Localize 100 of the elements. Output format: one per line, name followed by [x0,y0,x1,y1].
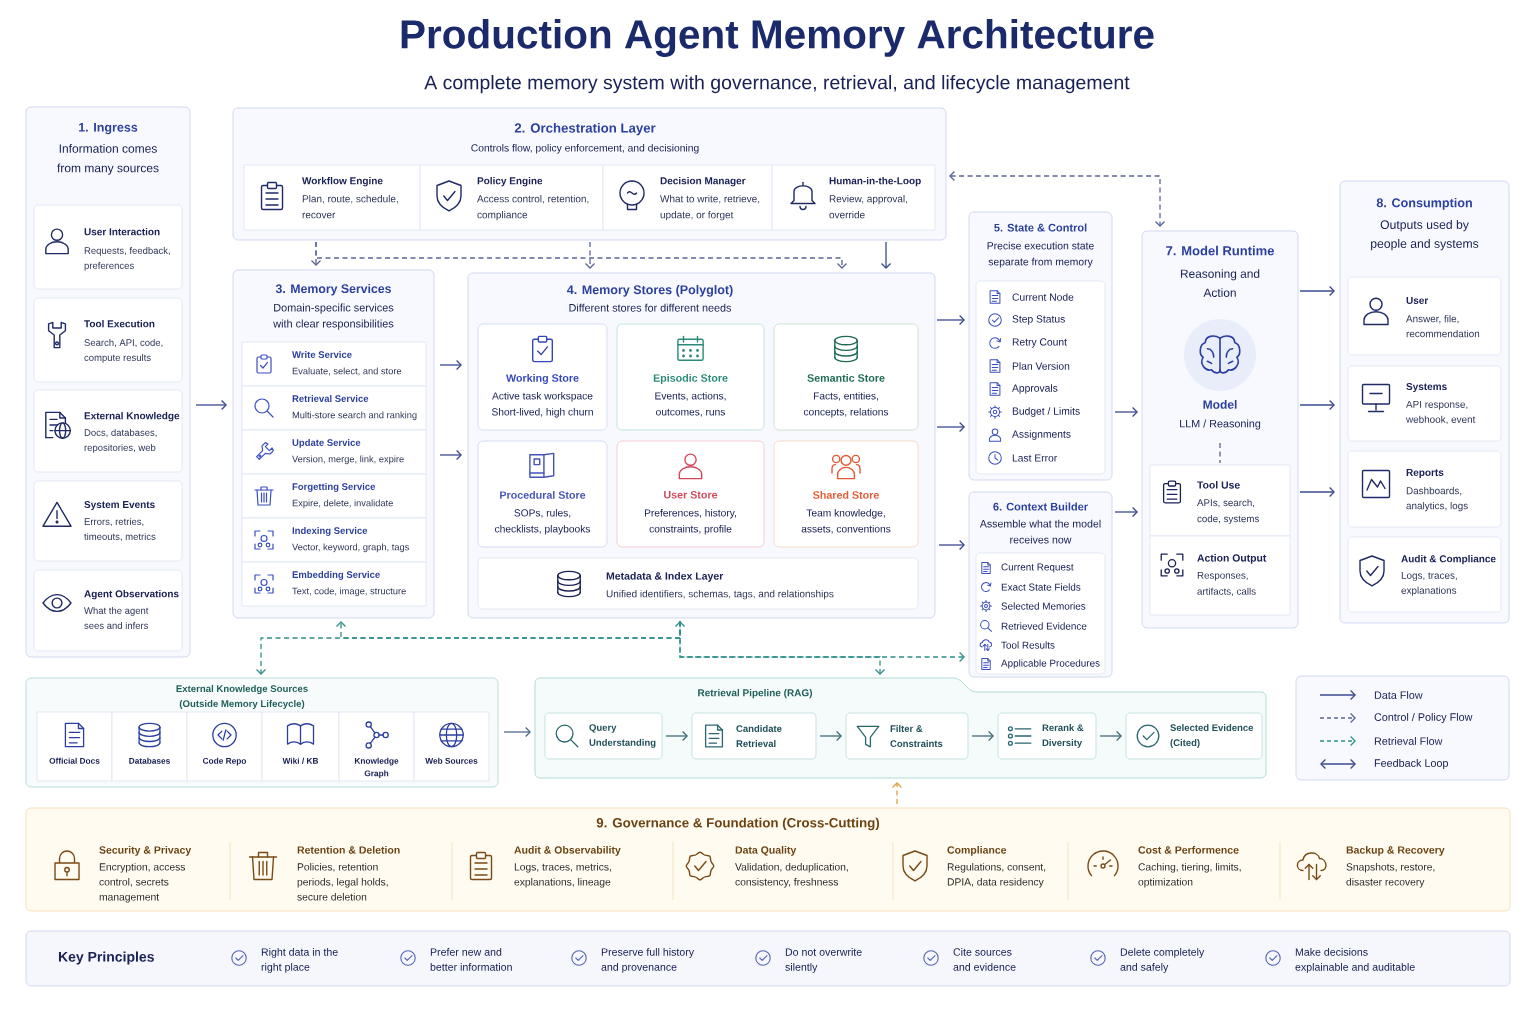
dashed-arrow [584,241,596,269]
source-card: User Interaction Requests, feedback, preferences [33,204,183,290]
arrow [880,241,892,269]
arrow [1299,399,1335,411]
list-item: Assignments [1012,430,1071,440]
source-cell: Knowledge Graph [338,711,415,782]
service-row: Embedding Service Text, code, image, structure [241,561,427,607]
arrow [936,421,965,433]
arrow [971,730,994,742]
list-item: Exact State Fields [1001,583,1081,591]
subtitle: A complete memory system with governance, retrieval, and lifecycle management [424,75,1130,94]
service-row: Forgetting Service Expire, delete, invalidate [241,473,427,519]
section-heading: 6. Context Builder [993,502,1088,511]
pipeline-step: Candidate Retrieval [691,712,817,760]
output-card: Audit & Compliance Logs, traces, explanations [1347,536,1502,613]
list-item: Step Status [1012,315,1065,325]
list-item: Last Error [1012,454,1058,462]
component-cell: Policy Engine Access control, retention, compliance [419,164,604,231]
section-subtitle: Domain-specific services with clear responsibilities [273,303,394,330]
governance-item: Cost & Performence Caching, tiering, limits, optimization [1138,846,1241,888]
arrow [503,726,531,738]
section-heading: 2. Orchestration Layer [514,123,656,136]
store-card: Procedural Store SOPs, rules, checklists, playbooks [477,440,608,548]
principle-text: Prefer new and better information [430,948,512,971]
principle-text: Right data in the right place [261,948,338,973]
principle-text: Delete completely and safely [1120,948,1205,973]
governance-item: Data Quality Validation, deduplication, consistency, freshness [735,846,848,888]
source-cell: Databases [111,711,188,782]
governance-item: Audit & Observability Logs, traces, metrics, explanations, lineage [514,846,621,888]
diagram-title: Production Agent Memory Architecture [401,19,1154,57]
arrow [1114,506,1138,518]
model-caption: LLM / Reasoning [1180,419,1261,430]
section-subtitle: Information comes from many sources [57,144,159,175]
component-cell: Workflow Engine Plan, route, schedule, recover [243,164,421,231]
source-card: System Events Errors, retries, timeouts, metrics [33,480,183,562]
list-item: Approvals [1012,384,1058,394]
dashed-double-arrow [674,621,886,675]
legend-text: Feedback Loop [1374,758,1448,770]
list-item: Applicable Procedures [1001,659,1100,669]
source-cell: Web Sources [413,711,490,782]
source-cell: Code Repo [186,711,263,782]
arrow [1114,406,1138,418]
store-card: Working Store Active task workspace Short-lived, high churn [477,323,608,431]
pipeline-step: Rerank & Diversity [997,712,1097,760]
service-row: Indexing Service Vector, keyword, graph, tags [241,517,427,563]
section-subtitle: (Outside Memory Lifecycle) [179,700,305,709]
legend-text: Control / Policy Flow [1374,712,1473,724]
arrow [195,399,227,411]
source-card: Agent Observations What the agent sees and infers [33,569,183,652]
arrow [1299,486,1335,498]
component-cell: Human-in-the-Loop Review, approval, override [771,164,936,231]
arrow [938,539,965,551]
runtime-card: Action Output Responses, artifacts, calls [1149,535,1291,616]
list-item: Retrieved Evidence [1001,622,1087,630]
list-item: Tool Results [1001,641,1055,649]
store-card: User Store Preferences, history, constraints, profile [616,440,765,548]
section-heading: 7. Model Runtime [1166,245,1274,256]
list-item: Current Node [1012,293,1074,301]
section-heading: 1. Ingress [79,123,138,135]
section-heading: 8. Consumption [1376,198,1472,210]
section-heading: Key Principles [58,951,154,965]
arrow [1099,730,1122,742]
list-item: Plan Version [1012,362,1070,370]
dashed-line [1219,442,1221,464]
layer-card: Metadata & Index Layer Unified identifiers, schemas, tags, and relationships [477,557,919,610]
output-card: Reports Dashboards, analytics, logs [1347,450,1502,528]
principle-text: Make decisions explainable and auditable [1295,948,1415,973]
legend-text: Retrieval Flow [1374,737,1443,745]
list-item: Retry Count [1012,338,1067,348]
principle-text: Cite sources and evidence [953,948,1016,971]
arrow [439,449,462,461]
section-subtitle: Precise execution state separate from memory [987,241,1094,268]
source-card: Tool Execution Search, API, code, compute results [33,297,183,383]
source-card: External Knowledge Docs, databases, repositories, web [33,389,183,473]
list-item: Selected Memories [1001,602,1086,610]
source-cell: Official Docs [36,711,113,782]
dashed-arrow [315,241,848,269]
list-item: Current Request [1001,563,1074,573]
section-heading: External Knowledge Sources [176,685,308,694]
section-heading: 4. Memory Stores (Polyglot) [566,285,733,297]
principle-text: Preserve full history and provenance [601,948,695,973]
legend-text: Data Flow [1374,691,1423,699]
section-heading: 3. Memory Services [275,284,391,296]
runtime-card: Tool Use APIs, search, code, systems [1149,464,1291,537]
dashed-double-arrow [949,170,1166,227]
section-heading: Retrieval Pipeline (RAG) [698,689,812,699]
governance-item: Security & Privacy Encryption, access control, secrets management [99,846,192,903]
pipeline-step: Filter & Constraints [845,712,969,760]
service-row: Update Service Version, merge, link, expire [241,429,427,475]
service-row: Retrieval Service Multi-store search and ranking [241,385,427,431]
arrow [1299,285,1335,297]
arrow [665,730,688,742]
section-heading: 5. State & Control [994,223,1087,232]
governance-item: Compliance Regulations, consent, DPIA, data residency [947,846,1046,888]
arrow [819,730,842,742]
section-subtitle: Outputs used by people and systems [1371,220,1479,251]
arrow [439,359,462,371]
section-subtitle: Different stores for different needs [569,303,732,312]
output-card: User Answer, file, recommendation [1347,276,1502,356]
store-card: Shared Store Team knowledge, assets, conventions [773,440,919,548]
